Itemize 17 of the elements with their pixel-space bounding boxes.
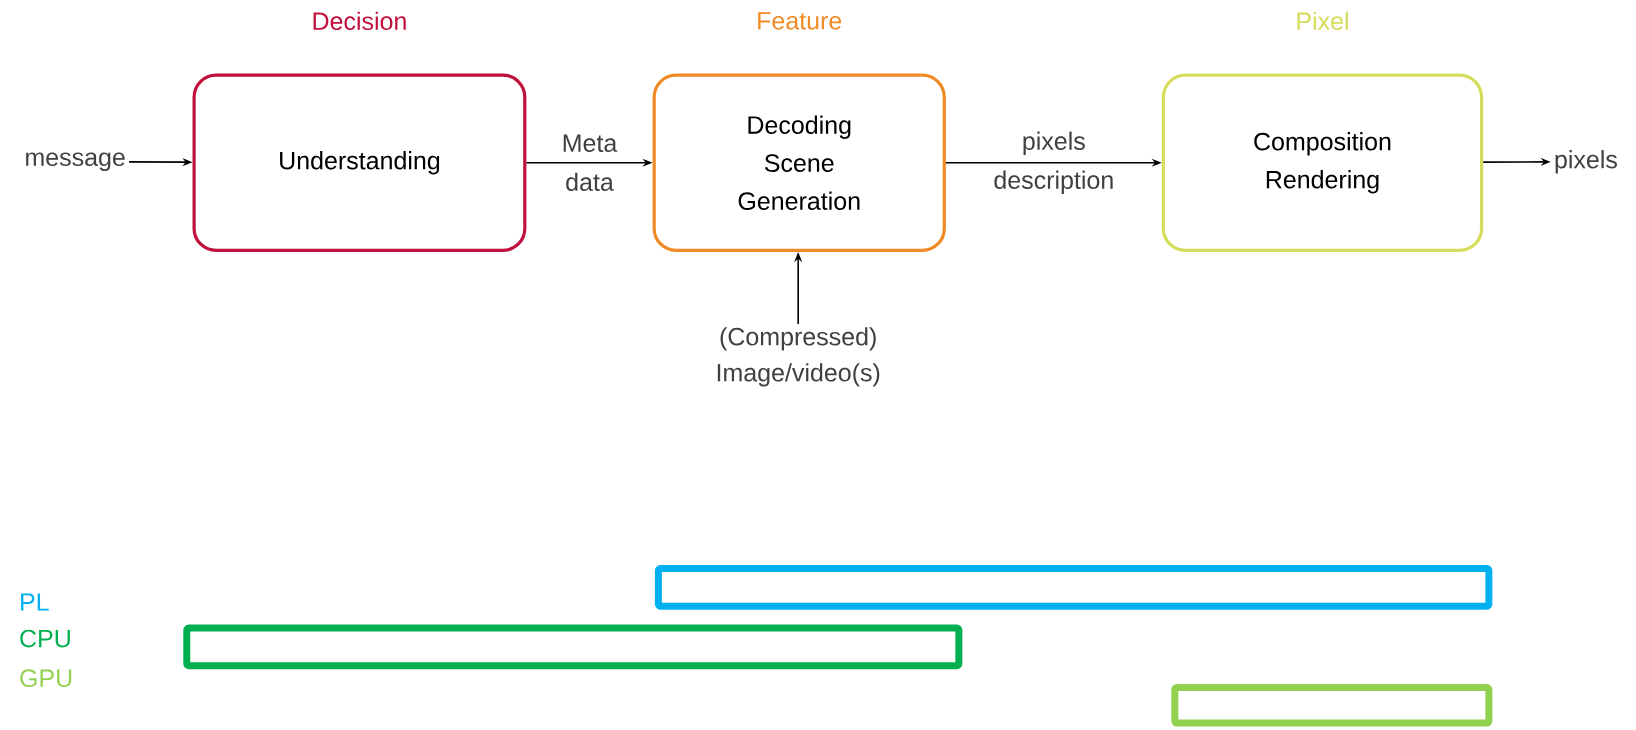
heading-label: Pixel (1297, 11, 1348, 30)
bar (1171, 683, 1493, 727)
bar (183, 624, 963, 669)
label-text: (Compressed) Image/video(s) (717, 327, 880, 387)
legend-label: PL (21, 593, 49, 611)
legend-label: CPU (20, 629, 70, 648)
process-box: Decoding Scene Generation (652, 73, 946, 252)
heading-label: Decision (313, 11, 406, 30)
label-text: message (26, 152, 125, 171)
bar (654, 564, 1493, 610)
process-box: Understanding (192, 73, 527, 252)
heading-label: Feature (758, 11, 842, 30)
edge-label: Meta data (563, 134, 618, 191)
label-text: pixels (1555, 149, 1617, 174)
process-box: Composition Rendering (1161, 73, 1484, 252)
legend-label: GPU (20, 669, 72, 687)
edge-label: pixels description (994, 131, 1113, 194)
